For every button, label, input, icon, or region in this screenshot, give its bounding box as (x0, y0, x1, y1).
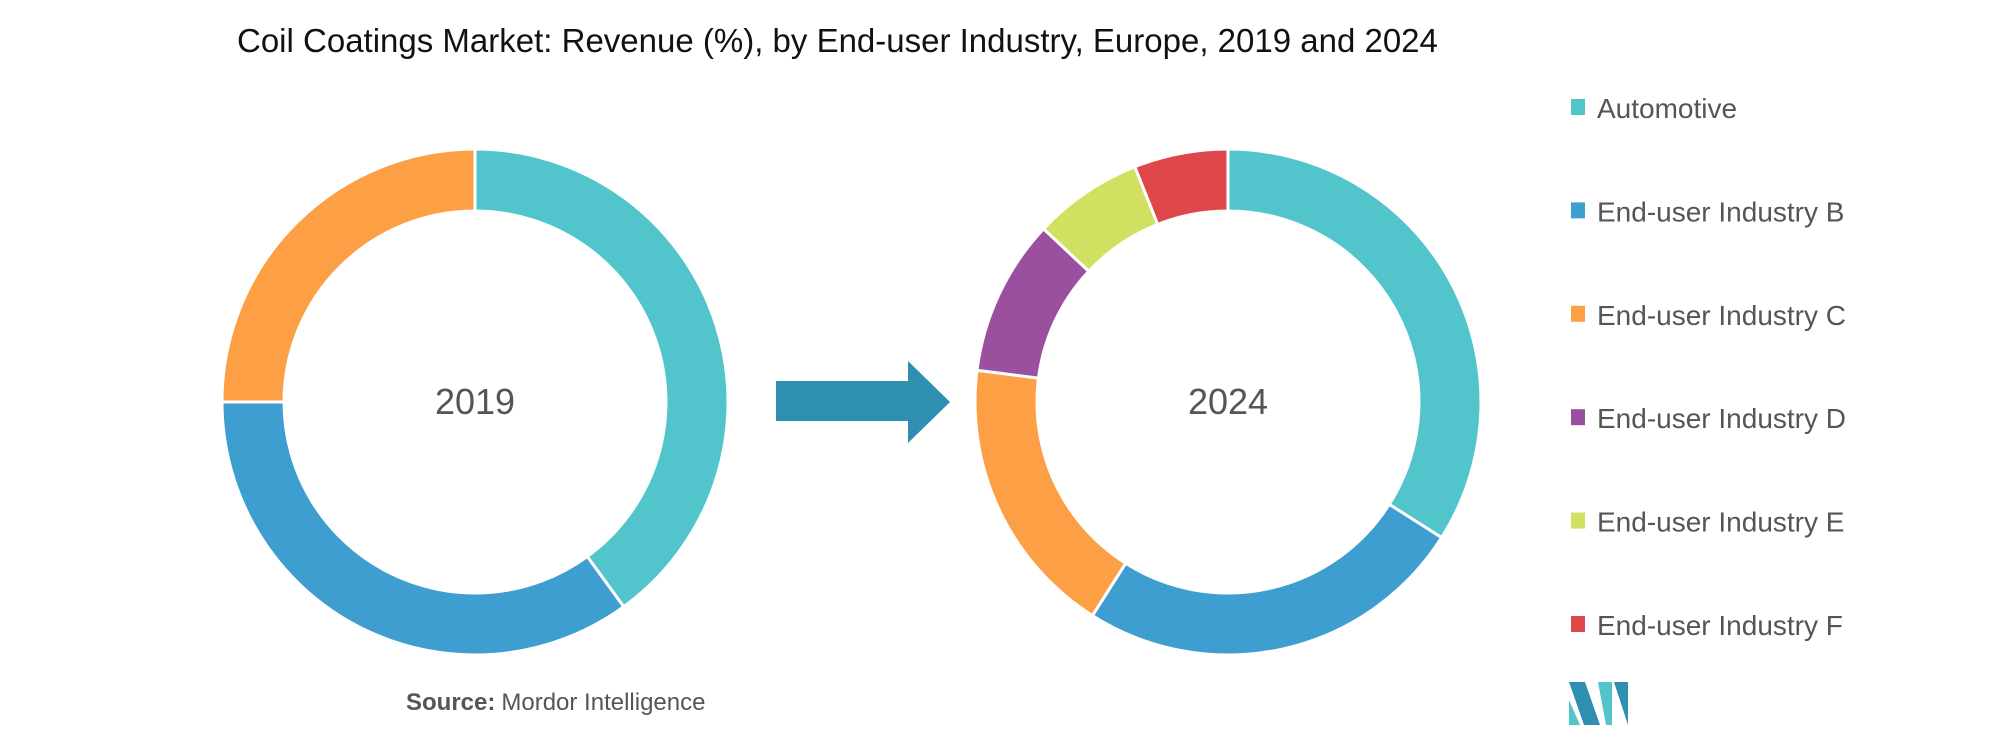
slice-2024-end-user-industry-f (1132, 147, 1230, 227)
legend-label: End-user Industry F (1597, 610, 1843, 641)
legend-label: End-user Industry D (1597, 403, 1846, 434)
legend-label: End-user Industry E (1597, 507, 1844, 538)
donut-center-label-2024: 2024 (1188, 381, 1268, 422)
legend-swatch (1571, 202, 1585, 219)
legend-label: End-user Industry C (1597, 300, 1846, 331)
slice-2024-automotive (1226, 147, 1483, 540)
legend-label: Automotive (1597, 93, 1737, 124)
chart-title: Coil Coatings Market: Revenue (%), by En… (237, 22, 1438, 59)
slice-2024-end-user-industry-b (1090, 502, 1444, 657)
source-note: Source:Mordor Intelligence (406, 689, 705, 716)
legend-swatch (1571, 305, 1585, 322)
legend-swatch (1571, 409, 1585, 426)
slice-2019-end-user-industry-c (220, 147, 477, 404)
legend-label: End-user Industry B (1597, 196, 1844, 227)
mordor-logo (1569, 682, 1628, 725)
legend-swatch (1571, 616, 1585, 632)
slice-2024-end-user-industry-c (973, 368, 1128, 618)
legend-swatch (1571, 99, 1585, 115)
source-text: Mordor Intelligence (501, 689, 705, 716)
source-label: Source: (406, 689, 495, 716)
slice-2019-end-user-industry-b (220, 400, 626, 657)
legend-swatch (1571, 512, 1585, 529)
transition-arrow-icon (776, 361, 950, 443)
slice-2019-automotive (473, 147, 730, 609)
donut-center-label-2019: 2019 (435, 381, 515, 422)
